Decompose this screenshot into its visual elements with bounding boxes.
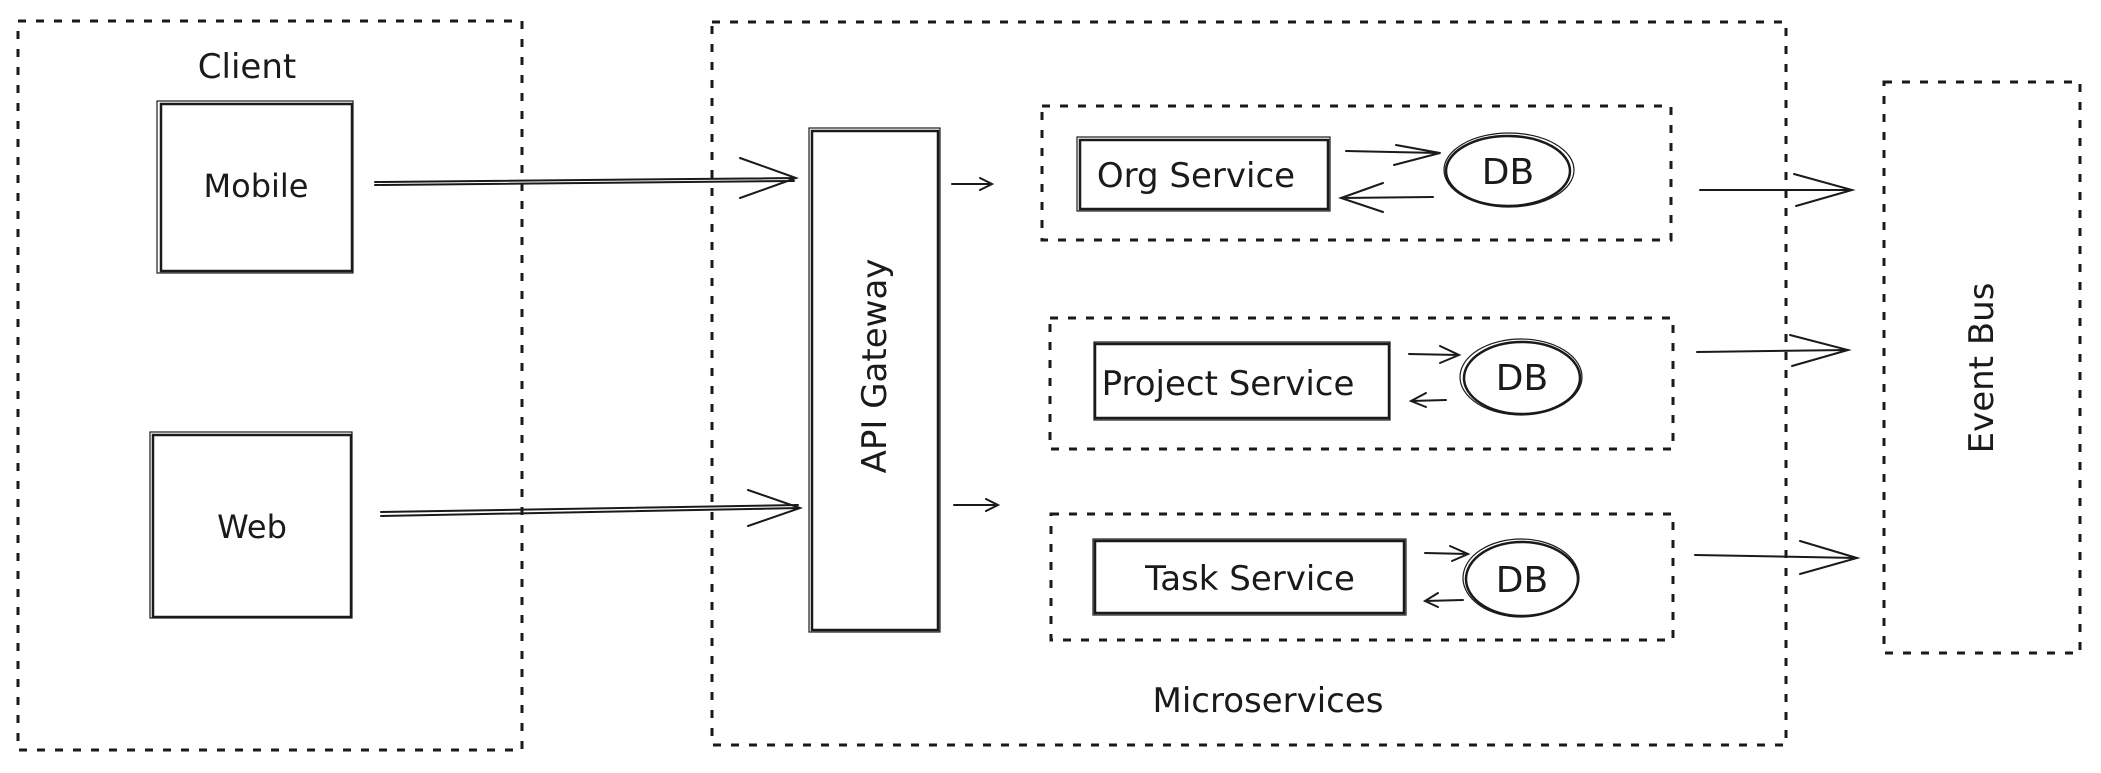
project-db-ellipse-sketch bbox=[1459, 338, 1583, 416]
api-gateway-node[interactable]: API Gateway bbox=[808, 127, 941, 633]
mobile-to-gateway-arrow bbox=[374, 157, 799, 199]
project-db-ellipse[interactable] bbox=[1462, 340, 1582, 416]
mobile-to-gateway-arrow-sketch bbox=[374, 180, 795, 186]
client-group-border bbox=[16, 19, 524, 752]
org-db-label: DB bbox=[1482, 152, 1534, 193]
db-to-task-arrow bbox=[1422, 592, 1464, 608]
project-db-node[interactable]: DB bbox=[1459, 338, 1583, 416]
project-service-node[interactable]: Project Service bbox=[1093, 341, 1391, 421]
org-service-node[interactable]: Org Service bbox=[1076, 136, 1331, 212]
task-db-ellipse[interactable] bbox=[1464, 540, 1580, 618]
db-to-org-arrow bbox=[1337, 182, 1434, 213]
project-service-box-sketch bbox=[1093, 341, 1391, 421]
web-box[interactable] bbox=[151, 433, 353, 619]
client-group-label: Client bbox=[198, 47, 296, 87]
project-service-box[interactable] bbox=[1093, 342, 1391, 420]
task-db-arrows bbox=[1422, 545, 1471, 608]
project-service-group: Project Service DB bbox=[1048, 316, 1675, 451]
microservices-group-label: Microservices bbox=[1152, 681, 1383, 721]
org-to-db-arrow bbox=[1345, 144, 1441, 166]
org-to-eventbus-arrow bbox=[1699, 173, 1856, 207]
org-service-box[interactable] bbox=[1078, 138, 1330, 211]
task-service-label: Task Service bbox=[1144, 559, 1355, 599]
mobile-label: Mobile bbox=[204, 167, 309, 205]
db-to-project-arrow bbox=[1408, 392, 1447, 408]
task-to-db-arrow bbox=[1424, 545, 1471, 562]
client-group: Client Mobile Web bbox=[16, 19, 524, 752]
org-service-group: Org Service DB bbox=[1040, 104, 1673, 242]
project-to-eventbus-arrow bbox=[1696, 334, 1852, 367]
task-service-box-sketch bbox=[1092, 538, 1407, 616]
microservices-group: Microservices API Gateway Org Service DB bbox=[710, 20, 1788, 747]
mobile-node[interactable]: Mobile bbox=[156, 100, 354, 274]
project-service-label: Project Service bbox=[1102, 364, 1355, 404]
web-to-gateway-arrow-sketch bbox=[380, 504, 799, 513]
project-to-db-arrow bbox=[1408, 345, 1462, 364]
org-db-node[interactable]: DB bbox=[1443, 132, 1575, 208]
project-db-label: DB bbox=[1496, 358, 1548, 399]
project-service-group-border bbox=[1048, 316, 1675, 451]
org-service-group-border bbox=[1040, 104, 1673, 242]
task-db-label: DB bbox=[1496, 560, 1548, 601]
event-bus-border[interactable] bbox=[1882, 80, 2082, 655]
mobile-box-sketch bbox=[156, 100, 354, 274]
org-db-arrows bbox=[1337, 144, 1441, 213]
org-db-ellipse-sketch bbox=[1443, 132, 1575, 208]
task-service-group-border bbox=[1049, 512, 1675, 642]
api-gateway-box-sketch bbox=[808, 127, 941, 633]
api-gateway-label: API Gateway bbox=[855, 259, 895, 474]
task-service-box[interactable] bbox=[1093, 539, 1406, 615]
mobile-box[interactable] bbox=[159, 102, 354, 273]
org-service-label: Org Service bbox=[1097, 156, 1295, 196]
gateway-to-task-arrow bbox=[953, 498, 1001, 512]
web-label: Web bbox=[217, 508, 287, 546]
gateway-to-org-arrow bbox=[951, 177, 995, 191]
task-service-group: Task Service DB bbox=[1049, 512, 1675, 642]
web-box-sketch bbox=[149, 431, 353, 619]
task-service-node[interactable]: Task Service bbox=[1092, 538, 1407, 616]
project-db-arrows bbox=[1408, 345, 1462, 408]
org-service-box-sketch bbox=[1076, 136, 1331, 212]
event-bus-label: Event Bus bbox=[1962, 283, 2002, 454]
task-db-node[interactable]: DB bbox=[1462, 538, 1580, 618]
event-bus-group[interactable]: Event Bus bbox=[1882, 80, 2082, 655]
org-db-ellipse[interactable] bbox=[1444, 134, 1572, 208]
web-to-gateway-arrow bbox=[380, 489, 804, 527]
task-to-eventbus-arrow bbox=[1694, 540, 1861, 575]
api-gateway-box[interactable] bbox=[810, 129, 940, 632]
web-node[interactable]: Web bbox=[149, 431, 353, 619]
task-db-ellipse-sketch bbox=[1462, 538, 1580, 618]
